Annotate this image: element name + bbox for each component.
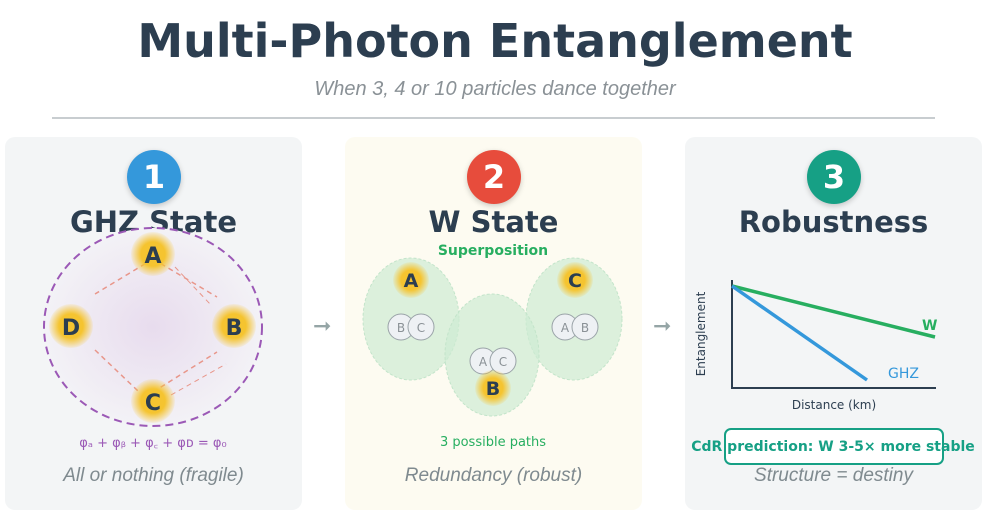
paths-note: 3 possible paths (440, 435, 546, 450)
w-diagram: Superposition A B C A C B C A B 3 possib… (362, 243, 623, 450)
svg-text:C: C (499, 355, 507, 369)
arrow-icon: ➞ (653, 314, 672, 339)
panel-w: 2 W State Superposition A B C A C B C A … (345, 137, 642, 510)
step-number-3: 3 (807, 150, 861, 204)
step-number-2: 2 (467, 150, 521, 204)
svg-text:A: A (144, 244, 161, 269)
ghz-diagram: A B C D φₐ + φᵦ + φ꜀ + φᴅ = φ₀ (43, 227, 263, 451)
node-c: C (131, 379, 175, 423)
page-title: Multi-Photon Entanglement (137, 14, 853, 68)
group-b: A C B (469, 347, 517, 406)
group-c: C A B (551, 262, 599, 341)
svg-text:A: A (561, 321, 570, 335)
y-axis-label: Entanglement (694, 291, 708, 376)
arrow-icon: ➞ (313, 314, 332, 339)
panel-title-robustness: Robustness (738, 205, 929, 239)
entanglement-boundary (43, 227, 263, 427)
node-b: B (212, 304, 256, 348)
robustness-chart: W GHZ Distance (km) Entanglement CdR pre… (691, 280, 975, 465)
svg-text:A: A (479, 355, 488, 369)
caption-ghz: All or nothing (fragile) (63, 465, 244, 486)
svg-text:B: B (486, 378, 500, 400)
svg-text:B: B (226, 316, 243, 341)
ghz-series-label: GHZ (888, 366, 919, 382)
svg-text:A: A (404, 270, 419, 292)
prediction-box (724, 428, 944, 465)
x-axis-label: Distance (km) (792, 398, 876, 412)
step-number-1: 1 (127, 150, 181, 204)
node-d: D (49, 304, 93, 348)
phase-formula: φₐ + φᵦ + φ꜀ + φᴅ = φ₀ (79, 436, 226, 451)
divider (52, 117, 935, 119)
w-series-label: W (922, 318, 937, 334)
prediction-text: CdR prediction: W 3-5× more stable (691, 439, 975, 455)
superposition-label: Superposition (438, 243, 548, 259)
svg-text:B: B (581, 321, 589, 335)
node-a: A (131, 232, 175, 276)
panel-title-w: W State (428, 205, 559, 239)
svg-text:C: C (568, 270, 582, 292)
panel-ghz: 1 GHZ State A B C D φₐ + φᵦ + φ꜀ + φᴅ = … (5, 137, 302, 510)
caption-robustness: Structure = destiny (754, 465, 913, 486)
group-a: A B C (387, 262, 435, 341)
svg-text:C: C (417, 321, 425, 335)
ghz-curve (731, 284, 868, 382)
svg-text:C: C (145, 391, 161, 416)
svg-text:D: D (62, 316, 80, 341)
panel-robustness: 3 Robustness W GHZ Distance (km) Entangl… (685, 137, 982, 510)
w-curve (731, 284, 936, 339)
svg-text:B: B (397, 321, 405, 335)
page-subtitle: When 3, 4 or 10 particles dance together (314, 78, 676, 100)
caption-w: Redundancy (robust) (404, 465, 583, 486)
